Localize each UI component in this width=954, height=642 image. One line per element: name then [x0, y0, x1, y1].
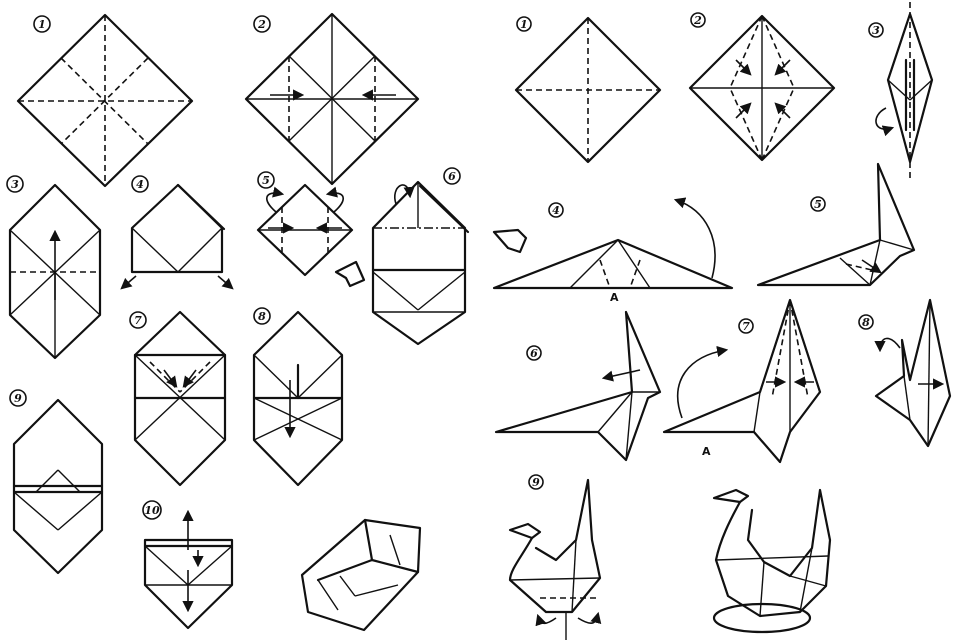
crane-step-4: 4 A — [494, 200, 732, 304]
crane-step-3: 3 — [869, 2, 932, 182]
turn-arrow-icon — [578, 614, 598, 623]
fold-arrow-icon — [736, 104, 750, 118]
crane-stand — [714, 604, 810, 632]
box-step-9: 9 — [10, 390, 102, 573]
box-step-2: 2 — [246, 14, 418, 184]
box-step-5: 5 — [258, 172, 364, 286]
turn-over-icon — [336, 262, 364, 286]
box-step-7: 7 — [130, 312, 225, 485]
finished-box — [302, 520, 420, 630]
step-number: 3 — [11, 178, 19, 191]
box-step-4: 4 — [122, 176, 232, 288]
step-number: 3 — [872, 24, 880, 37]
step-number: 10 — [144, 504, 160, 517]
step-number: 6 — [530, 347, 538, 360]
turn-arrow-icon — [876, 108, 892, 129]
fold-arrow-icon — [604, 370, 640, 378]
crane-step-7: 7 A — [664, 300, 820, 462]
step-number: 6 — [448, 170, 456, 183]
fold-up-arrow-icon — [678, 350, 726, 418]
crane-body — [510, 480, 600, 612]
folded-body — [496, 312, 660, 460]
box-step-10: 10 — [143, 501, 232, 628]
step-number: 1 — [38, 18, 46, 31]
crane-step-6: 6 — [496, 312, 660, 460]
crane-step-1: 1 — [516, 17, 660, 162]
step-number: 2 — [257, 18, 266, 31]
box-step-6: 6 — [373, 168, 468, 344]
fold-arrow-icon — [880, 338, 900, 350]
crane-step-9: 9 — [510, 475, 600, 640]
step-number: 7 — [742, 320, 750, 333]
point-label: A — [702, 445, 711, 458]
finished-crane — [714, 490, 830, 632]
step-number: 9 — [14, 392, 22, 405]
step-number: 2 — [693, 14, 702, 27]
fold-arrow-icon — [736, 60, 750, 74]
crane-body — [716, 490, 830, 616]
fold-back-arrow-icon — [395, 185, 410, 204]
box-step-8: 8 — [254, 308, 342, 485]
crane-step-8: 8 — [859, 300, 950, 446]
point-label: A — [610, 291, 619, 304]
folded-body — [758, 164, 914, 285]
fold-arrow-icon — [122, 276, 136, 288]
crane-step-5: 5 — [758, 164, 914, 285]
turn-over-icon — [494, 230, 526, 252]
step-number: 5 — [814, 198, 822, 211]
step-number: 8 — [258, 310, 266, 323]
step-number: 7 — [134, 314, 142, 327]
box-step-3: 3 — [7, 176, 100, 358]
step-number: 8 — [862, 316, 870, 329]
step-number: 5 — [262, 174, 270, 187]
step-number: 4 — [552, 204, 560, 217]
box-step-1: 1 — [18, 15, 192, 186]
fold-arrow-icon — [776, 104, 790, 118]
folded-body — [876, 300, 950, 446]
crane-head — [510, 524, 540, 538]
fold-arrow-icon — [218, 276, 232, 288]
folded-sheet — [373, 182, 465, 344]
crane-step-2: 2 — [690, 13, 834, 160]
step-number: 4 — [136, 178, 144, 191]
folded-base — [494, 240, 732, 288]
crane-head — [714, 490, 748, 502]
step-number: 1 — [520, 18, 528, 31]
folded-sheet — [132, 185, 222, 272]
step-number: 9 — [532, 476, 540, 489]
turn-arrow-icon — [538, 616, 556, 623]
